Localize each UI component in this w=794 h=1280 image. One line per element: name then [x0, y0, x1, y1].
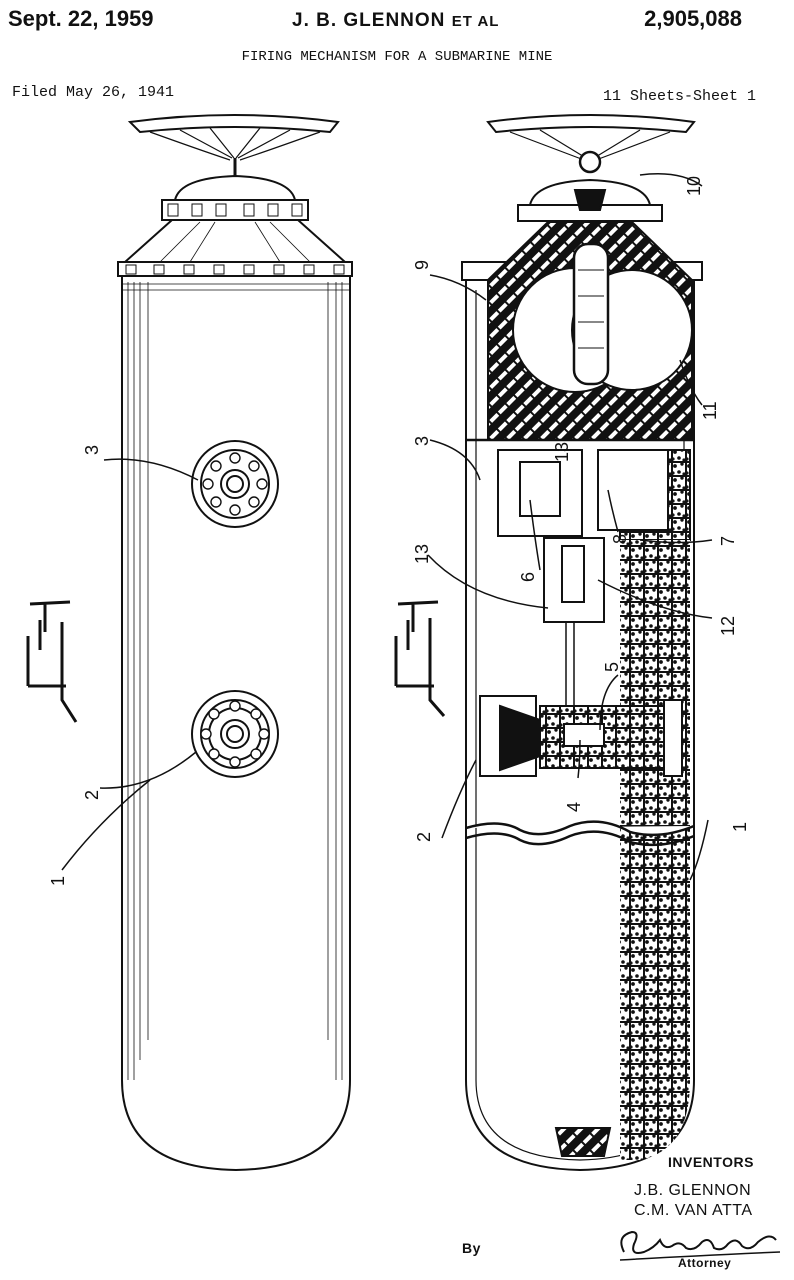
patent-title: FIRING MECHANISM FOR A SUBMARINE MINE: [241, 49, 553, 65]
callout-fig2-8: 8: [610, 534, 630, 544]
callout-fig2-10: 10: [684, 176, 704, 196]
inventor-2: C.M. VAN ATTA: [634, 1202, 753, 1219]
cap-flange: [161, 199, 309, 221]
patent-drawing: 3 2 1 10 9 11 3 13 13 7 8 6 12 5 2 4 1: [26, 114, 750, 1172]
figure-2-sectional-view: [394, 114, 713, 1172]
chamber-8: [597, 449, 669, 531]
callout-fig2-2: 2: [414, 832, 434, 842]
flange-bolts: [167, 203, 303, 217]
callout-fig2-7: 7: [718, 536, 738, 546]
callout-fig2-9: 9: [412, 260, 432, 270]
header-inventors: J. B. GLENNON ET AL: [292, 10, 499, 32]
fig2-label: [394, 600, 446, 717]
fig1-label: [26, 600, 78, 723]
callout-fig2-6: 6: [518, 572, 538, 582]
callout-numbers: 3 2 1 10 9 11 3 13 13 7 8 6 12 5 2 4 1: [48, 176, 750, 886]
callout-fig2-4: 4: [564, 802, 584, 812]
body-flange: [117, 261, 353, 277]
float-disc: [127, 114, 340, 178]
callout-fig2-13a: 13: [552, 442, 572, 462]
callout-fig2-11: 11: [700, 401, 720, 420]
callout-fig1-2: 2: [82, 790, 102, 800]
filed-date: Filed May 26, 1941: [12, 84, 175, 101]
callout-fig2-5: 5: [602, 662, 622, 672]
top-cone: [122, 219, 348, 263]
et-al: ET AL: [451, 13, 500, 30]
callout-fig2-12: 12: [718, 616, 738, 636]
figure-1-exterior-view: [26, 114, 353, 1172]
by-label: By: [462, 1240, 481, 1256]
patent-date: Sept. 22, 1959: [8, 6, 154, 31]
callout-fig1-1: 1: [48, 876, 68, 886]
top-cap: [173, 174, 297, 201]
attorney-label: Attorney: [678, 1256, 732, 1270]
body-shading: [122, 282, 350, 1080]
patent-number: 2,905,088: [644, 6, 742, 31]
callout-fig2-3: 3: [412, 436, 432, 446]
attorney-signature: [619, 1230, 781, 1261]
fitting-2: [191, 690, 279, 778]
inventors-label: INVENTORS: [668, 1154, 754, 1170]
callout-fig2-1: 1: [730, 822, 750, 832]
inventors-name: J. B. GLENNON: [292, 10, 446, 31]
callout-fig1-3: 3: [82, 445, 102, 455]
callout-fig2-13b: 13: [412, 544, 432, 564]
fitting-3: [191, 440, 279, 528]
explosive-charge: [620, 540, 690, 1160]
sheet-count: 11 Sheets-Sheet 1: [602, 88, 756, 105]
relay-12: [543, 537, 605, 623]
inventor-1: J.B. GLENNON: [634, 1182, 752, 1199]
